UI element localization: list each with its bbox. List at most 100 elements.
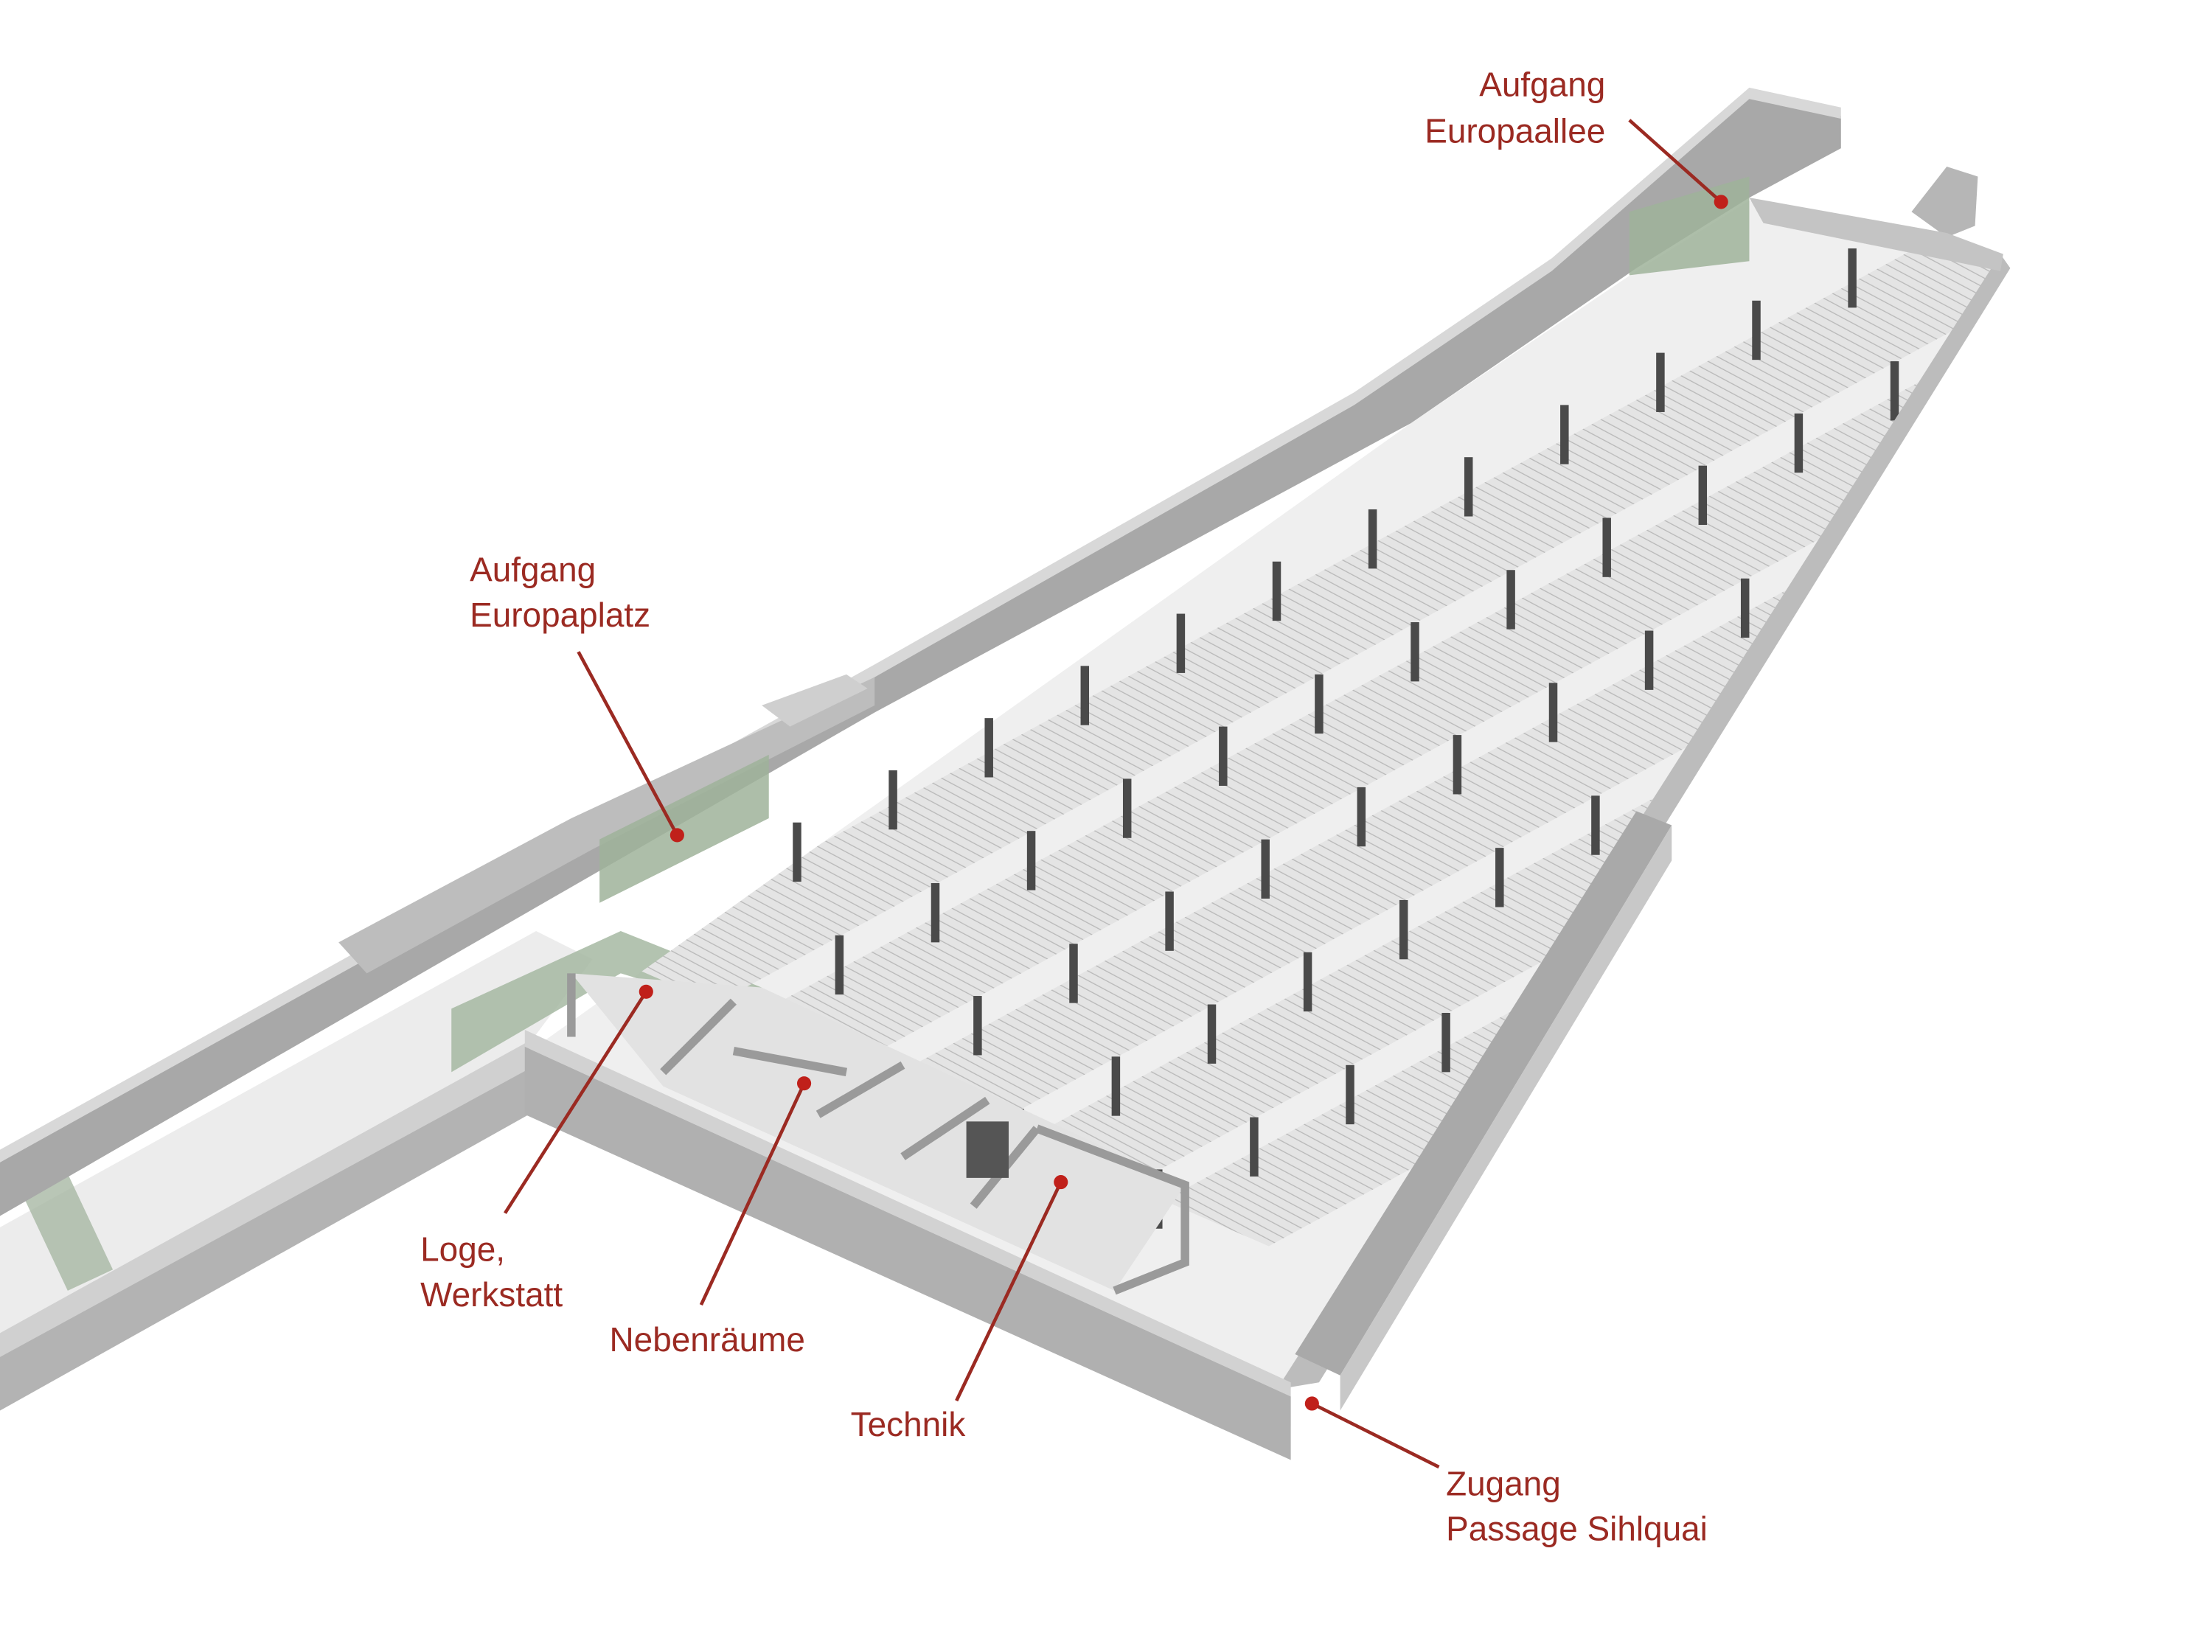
column — [1122, 778, 1132, 838]
bike-rack-row — [1931, 731, 2001, 829]
label-technik: Technik — [851, 1405, 967, 1443]
column — [973, 996, 982, 1056]
column — [1752, 300, 1761, 360]
label-zugang-2: Passage Sihlquai — [1446, 1510, 1708, 1548]
label-aufgang-europaallee-2: Europaallee — [1425, 112, 1605, 150]
column — [1315, 674, 1324, 734]
front-wall-top — [524, 1029, 1291, 1397]
upper-wall-top — [0, 87, 1841, 1163]
bike-rack-row — [898, 749, 1100, 848]
bike-rack-row — [1559, 661, 1760, 760]
column — [1591, 795, 1600, 855]
column — [1250, 1117, 1259, 1177]
column — [984, 718, 993, 778]
label-loge-1: Loge, — [420, 1230, 505, 1269]
bike-rack-row — [1761, 279, 1964, 377]
leader-lines — [504, 119, 1722, 1469]
column — [1560, 405, 1569, 464]
column — [888, 770, 897, 830]
bike-rack-row — [1378, 488, 1579, 587]
bike-rack-row — [983, 975, 1184, 1073]
bike-rack-row — [845, 914, 1046, 1012]
europaplatz-annex — [338, 677, 875, 974]
bike-rack-row — [1708, 444, 1910, 543]
label-loge-2: Werkstatt — [420, 1275, 563, 1314]
bike-rack-row — [1133, 757, 1334, 856]
column — [1272, 561, 1281, 621]
corridor-front-wall-top — [0, 1041, 534, 1357]
column — [1890, 361, 1899, 421]
bike-rack-row — [2135, 349, 2212, 447]
bike-rack-row — [1792, 670, 1994, 768]
column — [1740, 578, 1750, 638]
bike-rack-row — [2123, 627, 2212, 725]
bike-rack-row — [1121, 1035, 1323, 1134]
bike-rack-row — [1942, 453, 2001, 551]
marker-dot — [1304, 1396, 1319, 1411]
bike-rack-row — [1164, 1148, 1365, 1247]
bike-rack-row — [2027, 679, 2212, 777]
label-nebenraeume: Nebenräume — [610, 1320, 805, 1359]
bike-rack-row — [1270, 818, 1472, 916]
rooms-floor — [571, 973, 1186, 1291]
column — [1357, 787, 1366, 847]
column — [1848, 248, 1857, 308]
bike-rack-row — [1846, 505, 2001, 604]
corridor-front-wall — [0, 1064, 529, 1411]
bike-rack-row — [1409, 879, 1610, 977]
column — [1303, 952, 1312, 1012]
column — [1176, 613, 1186, 673]
column — [1368, 509, 1377, 569]
bike-rack-row — [1474, 436, 1675, 534]
column — [1069, 944, 1078, 1003]
bike-rack-row — [1570, 383, 1771, 482]
column — [1441, 1013, 1450, 1073]
bike-rack-row — [1996, 287, 2001, 386]
upper-wall — [0, 96, 1841, 1216]
column — [835, 935, 844, 995]
bike-rack-row — [2081, 514, 2212, 612]
column — [1495, 848, 1504, 907]
bike-rack-row — [1313, 931, 1514, 1029]
column — [1261, 839, 1270, 899]
column — [1080, 666, 1090, 725]
column — [1464, 457, 1473, 517]
bike-rack-row — [802, 801, 1004, 899]
bike-rack-row — [1366, 766, 1568, 864]
label-aufgang-europaplatz-1: Aufgang — [470, 551, 596, 589]
label-aufgang-europaallee-1: Aufgang — [1479, 65, 1605, 103]
bike-rack-row — [1228, 705, 1430, 804]
column — [1698, 465, 1708, 526]
bike-rack-row — [1857, 227, 2001, 326]
bike-rack-row — [1643, 887, 1845, 986]
bike-rack-row — [1090, 644, 1292, 743]
top-right-box — [1911, 167, 1978, 237]
bike-rack-row — [611, 905, 812, 1004]
bike-rack-row — [1739, 834, 1941, 933]
column — [1207, 1004, 1217, 1064]
bike-rack-row — [2039, 401, 2212, 499]
bike-rack-row — [2177, 461, 2212, 560]
bike-rack-row — [1697, 722, 1899, 820]
marker-dot — [669, 828, 684, 843]
bike-rack-row — [1186, 592, 1388, 691]
marker-dot — [796, 1076, 812, 1091]
column — [1411, 622, 1419, 682]
column — [1453, 735, 1462, 795]
right-outer-wall — [1295, 811, 1672, 1376]
bike-rack-row — [1420, 601, 1622, 700]
column — [793, 822, 801, 882]
label-aufgang-europaplatz-2: Europaplatz — [470, 596, 650, 634]
column — [1346, 1064, 1354, 1125]
column — [1399, 899, 1408, 960]
bike-rack-row — [1079, 922, 1281, 1021]
stair-box — [762, 674, 868, 727]
bike-rack-row — [1612, 496, 1814, 595]
column — [1644, 630, 1654, 690]
bike-rack-row — [1282, 540, 1484, 638]
bike-rack-row — [1984, 565, 2001, 664]
bike-rack-row — [1888, 618, 2001, 717]
column — [1794, 413, 1804, 473]
